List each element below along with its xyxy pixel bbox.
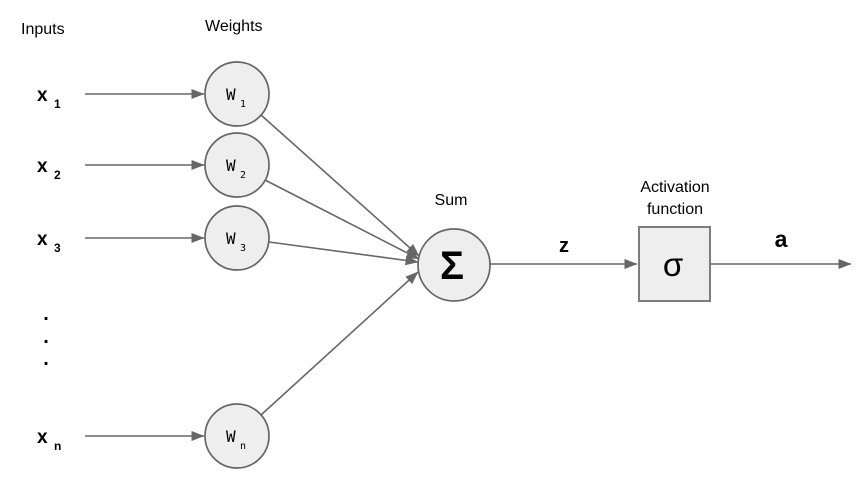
edge-w3-to-sum [268,241,419,266]
edge-w1-to-sum [260,114,420,257]
weight-label-w3-sub: 3 [240,243,246,254]
ellipsis-dot-2: . [43,326,49,348]
weight-node-w3 [204,205,270,271]
input-label-x3: x [37,229,48,250]
sum-title: Sum [435,192,468,209]
edge-w2-to-sum [264,179,420,260]
ellipsis-dot-3: . [43,348,49,370]
activation-title-line1: Activation [640,179,709,196]
edge-wn-to-sum [260,271,419,416]
weight-label-wn: W [226,427,236,446]
weight-node-w1 [204,61,270,127]
weight-label-w2-sub: 2 [240,170,246,181]
weight-label-w3: W [226,229,236,248]
input-label-x3-sub: 3 [54,241,61,255]
input-label-x2: x [37,156,48,177]
weight-label-w2: W [226,156,236,175]
weights-title: Weights [205,18,263,35]
inputs-title: Inputs [21,21,65,38]
z-label: z [559,235,569,257]
activation-node [638,226,711,302]
weight-node-wn [204,403,270,469]
weight-label-w1: W [226,85,236,104]
a-label: a [775,226,788,252]
sum-node [417,228,491,302]
input-label-xn: x [37,427,48,448]
weight-label-w1-sub: 1 [240,99,246,110]
weight-label-wn-sub: n [240,441,246,452]
input-label-xn-sub: n [54,439,61,453]
input-label-x1: x [37,85,48,106]
activation-title-line2: function [647,201,703,218]
ellipsis-dot-1: . [43,303,49,325]
weight-node-w2 [204,132,270,198]
input-label-x2-sub: 2 [54,168,61,182]
input-label-x1-sub: 1 [54,97,61,111]
activation-symbol: σ [663,246,683,283]
sum-symbol: Σ [440,244,464,288]
